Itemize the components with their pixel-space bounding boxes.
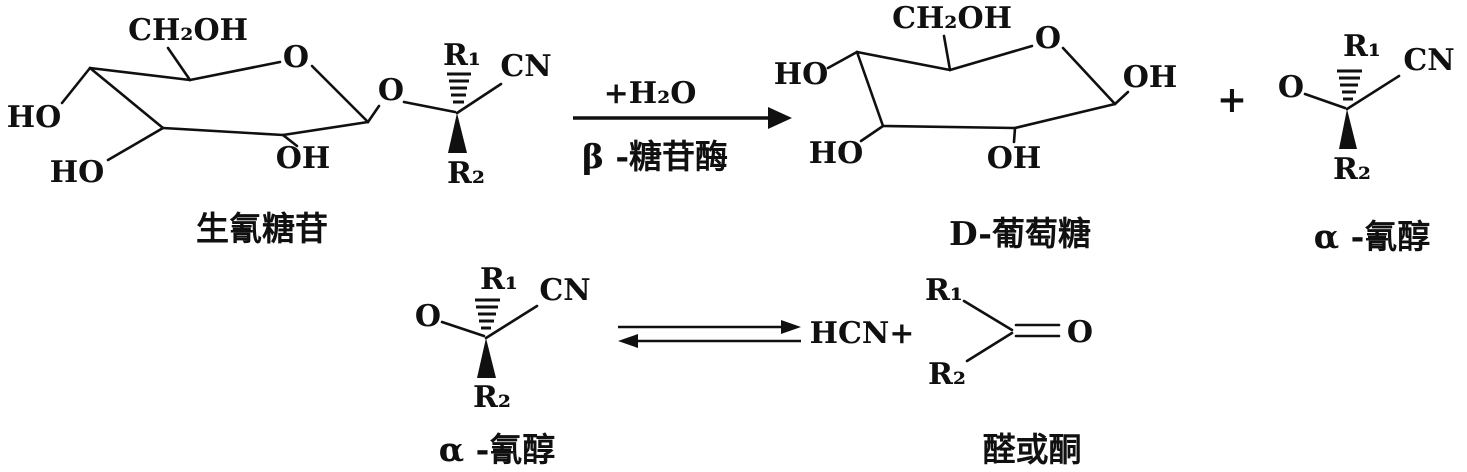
o-label: O: [1067, 315, 1093, 350]
glucose-name: D-葡萄糖: [949, 214, 1091, 253]
r2-label: R₂: [447, 156, 485, 191]
bond: [88, 66, 192, 82]
bond: [1061, 46, 1117, 106]
ho-lower-label: HO: [809, 136, 863, 171]
plus-sign: +: [1217, 79, 1247, 121]
ring-o-label: O: [1035, 21, 1061, 56]
ch2oh-label: CH₂OH: [128, 13, 248, 48]
bond: [161, 126, 285, 137]
r1-label: R₁: [1343, 29, 1381, 64]
ho-upper-label: HO: [7, 100, 61, 135]
carbonyl-structure: R₁ R₂ O 醛或酮: [925, 273, 1093, 469]
bond: [1303, 92, 1347, 110]
r2-label: R₂: [928, 357, 966, 392]
solid-wedge-bond: [1339, 109, 1357, 149]
r2-label: R₂: [473, 380, 511, 415]
equilibrium-arrows: [618, 320, 801, 348]
bond: [366, 104, 381, 124]
bond: [965, 331, 1014, 363]
cn-label: CN: [539, 273, 590, 308]
enzyme-below-arrow: β -糖苷酶: [582, 137, 728, 176]
cyanohydrin-structure-bottom: O R₁ CN R₂ α -氰醇: [415, 262, 591, 469]
bond: [402, 100, 457, 114]
bond: [826, 50, 859, 70]
arrow-head-reverse: [618, 334, 638, 348]
arrow-head-forward: [781, 320, 801, 334]
bond: [310, 64, 370, 124]
r1-label: R₁: [925, 273, 963, 308]
o-label: O: [415, 299, 441, 334]
r2-label: R₂: [1333, 152, 1371, 187]
hcn-label: HCN+: [810, 316, 915, 351]
bond: [88, 66, 165, 130]
reaction-arrow: +H₂O β -糖苷酶: [573, 76, 792, 176]
cyanogenic-glycoside-structure: CH₂OH O HO HO OH O R₁ CN R₂ 生氰糖苷: [7, 13, 552, 248]
oh-label: OH: [276, 141, 330, 176]
reagent-above-arrow: +H₂O: [604, 76, 697, 111]
glucose-structure: CH₂OH HO O OH HO OH D-葡萄糖: [774, 1, 1177, 253]
bond: [962, 299, 1014, 332]
bond: [948, 44, 1034, 72]
cn-label: CN: [1403, 43, 1454, 78]
oh-bottom-label: OH: [987, 141, 1041, 176]
bond: [1113, 90, 1130, 106]
bond: [455, 82, 503, 115]
bond: [60, 66, 92, 105]
glycoside-name: 生氰糖苷: [196, 209, 328, 248]
oh-right-label: OH: [1123, 60, 1177, 95]
bond: [281, 133, 299, 148]
hashed-wedge-bond: [447, 72, 471, 104]
ch2oh-label: CH₂OH: [892, 1, 1012, 36]
cyanohydrin-structure-top: O R₁ CN R₂ α -氰醇: [1278, 29, 1455, 256]
hashed-wedge-bond: [1337, 69, 1362, 101]
ho-upper-label: HO: [774, 57, 828, 92]
o-label: O: [1278, 70, 1304, 105]
bond: [942, 34, 952, 72]
bond: [484, 304, 539, 340]
bond: [106, 126, 165, 162]
bond: [166, 46, 192, 82]
cyanohydrin-name: α -氰醇: [439, 430, 556, 469]
bond: [859, 124, 885, 143]
cn-label: CN: [500, 49, 551, 84]
r1-label: R₁: [480, 262, 518, 297]
cyanohydrin-name: α -氰醇: [1314, 217, 1431, 256]
bond: [1013, 102, 1117, 130]
bond: [188, 60, 282, 82]
bond: [855, 50, 952, 72]
arrow-head: [768, 107, 792, 129]
bond: [440, 320, 486, 338]
bond: [281, 120, 370, 137]
ring-o-label: O: [283, 40, 309, 75]
bond: [855, 50, 885, 128]
ho-lower-label: HO: [50, 155, 104, 190]
r1-label: R₁: [443, 38, 481, 73]
bond: [881, 124, 1017, 130]
glycosidic-o-label: O: [378, 73, 404, 108]
bond: [1345, 74, 1401, 111]
hashed-wedge-bond: [475, 298, 500, 330]
solid-wedge-bond: [448, 113, 467, 153]
carbonyl-name: 醛或酮: [983, 430, 1082, 469]
bond: [1012, 126, 1017, 144]
solid-wedge-bond: [477, 338, 496, 378]
